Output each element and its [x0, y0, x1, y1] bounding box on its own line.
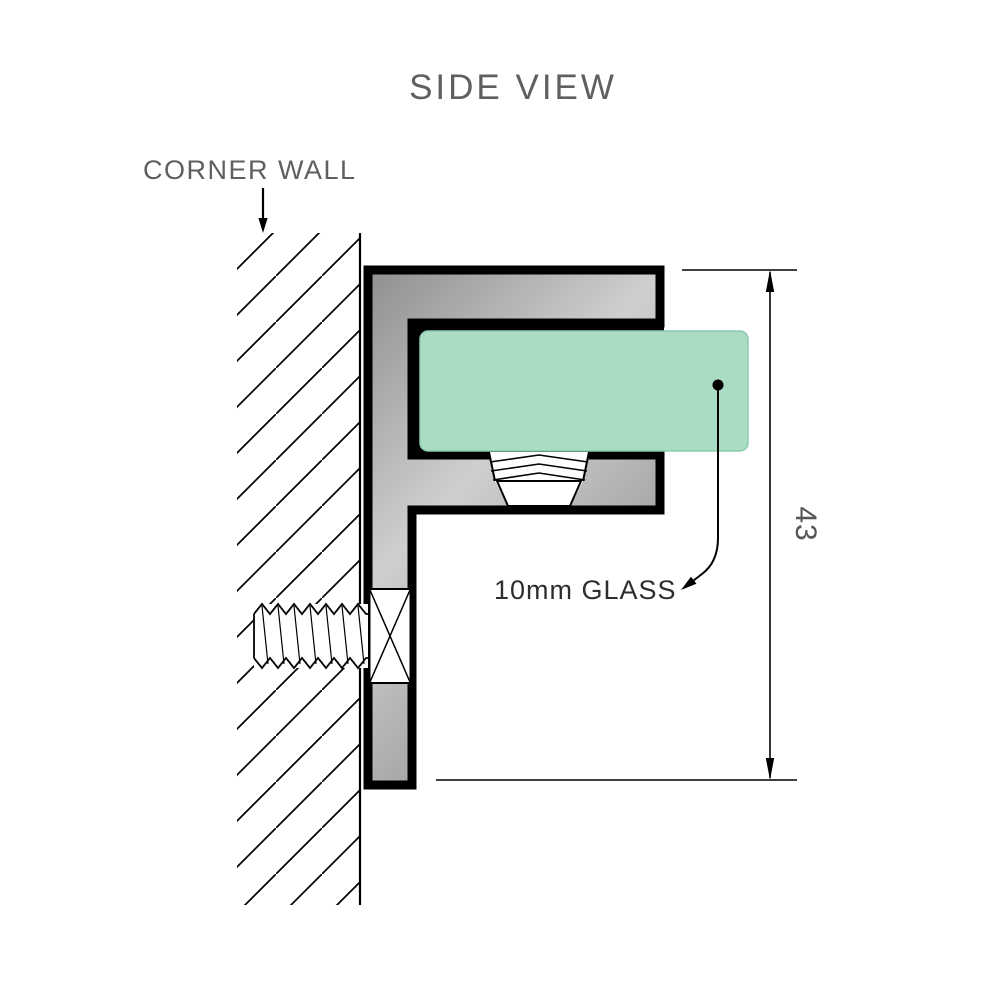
corner-wall-arrowhead-icon: [258, 218, 268, 233]
page-title: SIDE VIEW: [409, 68, 617, 107]
dimension-value: 43: [789, 506, 822, 541]
leader-arrowhead-icon: [681, 576, 697, 590]
screw-thread-bottom: [253, 656, 368, 670]
screw-thread-flanks: [261, 605, 365, 665]
corner-wall-callout: CORNER WALL: [143, 155, 357, 233]
screw-thread-top: [253, 602, 368, 616]
dimension-arrowhead-bottom-icon: [765, 758, 775, 780]
grub-screw-sides: [488, 451, 590, 482]
screw-head-cross: [369, 589, 411, 683]
grub-screw: [488, 451, 590, 507]
mounting-screw: [253, 588, 412, 684]
dimension-arrowhead-top-icon: [765, 270, 775, 292]
wall-section: [237, 233, 362, 905]
leader-line: [688, 385, 719, 585]
glass-panel: [419, 330, 749, 452]
corner-wall-label: CORNER WALL: [143, 155, 357, 185]
height-dimension: 43: [436, 269, 822, 781]
glass-callout: 10mm GLASS: [494, 379, 724, 605]
grub-screw-tip: [495, 480, 583, 507]
wall-hatching: [237, 233, 360, 905]
glass-label: 10mm GLASS: [494, 575, 677, 605]
grub-screw-threads: [489, 454, 589, 481]
